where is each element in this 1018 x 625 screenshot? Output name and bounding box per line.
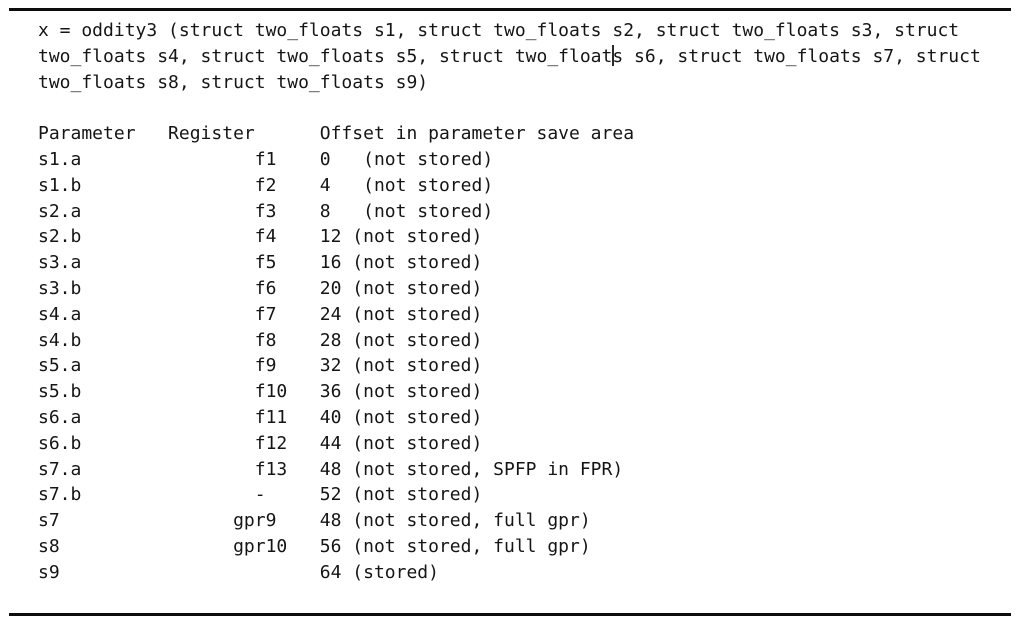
table-row: s4.b f8 28 (not stored) xyxy=(38,329,483,351)
text-cursor xyxy=(612,44,615,66)
table-row: s1.a f1 0 (not stored) xyxy=(38,148,494,170)
table-row: s3.b f6 20 (not stored) xyxy=(38,277,483,299)
blank-line xyxy=(38,95,1018,121)
table-row: s1.b f2 4 (not stored) xyxy=(38,174,494,196)
table-row: s4.a f7 24 (not stored) xyxy=(38,303,483,325)
table-header-row: Parameter Register Offset in parameter s… xyxy=(38,123,635,145)
table-row: s7 gpr9 48 (not stored, full gpr) xyxy=(38,510,591,532)
code-line-3-text: two_floats s8, struct two_floats s9) xyxy=(38,71,429,93)
code-line-3: two_floats s8, struct two_floats s9) xyxy=(38,70,1018,96)
table-row: s2.a f3 8 (not stored) xyxy=(38,200,494,222)
table-row: s7.a f13 48 (not stored, SPFP in FPR) xyxy=(38,458,624,480)
code-line-2: two_floats s4, struct two_floats s5, str… xyxy=(38,44,1018,70)
table-row: s9 64 (stored) xyxy=(38,561,439,583)
parameter-table: Parameter Register Offset in parameter s… xyxy=(38,121,1018,585)
code-line-1-text: x = oddity3 (struct two_floats s1, struc… xyxy=(38,20,960,41)
code-and-table-block: x = oddity3 (struct two_floats s1, struc… xyxy=(38,18,1018,586)
table-row: s2.b f4 12 (not stored) xyxy=(38,226,483,248)
table-row: s7.b - 52 (not stored) xyxy=(38,484,483,506)
table-row: s8 gpr10 56 (not stored, full gpr) xyxy=(38,535,591,557)
bottom-rule xyxy=(9,613,1011,616)
top-rule xyxy=(9,8,1011,11)
table-row: s5.a f9 32 (not stored) xyxy=(38,355,483,377)
code-line-1: x = oddity3 (struct two_floats s1, struc… xyxy=(38,18,1018,44)
code-line-2-before: two_floats s4, struct two_floats s5, str… xyxy=(38,45,613,67)
table-row: s6.a f11 40 (not stored) xyxy=(38,406,483,428)
table-row: s5.b f10 36 (not stored) xyxy=(38,381,483,403)
table-row: s3.a f5 16 (not stored) xyxy=(38,252,483,274)
code-line-2-after: s s6, struct two_floats s7, struct xyxy=(612,45,981,67)
table-row: s6.b f12 44 (not stored) xyxy=(38,432,483,454)
